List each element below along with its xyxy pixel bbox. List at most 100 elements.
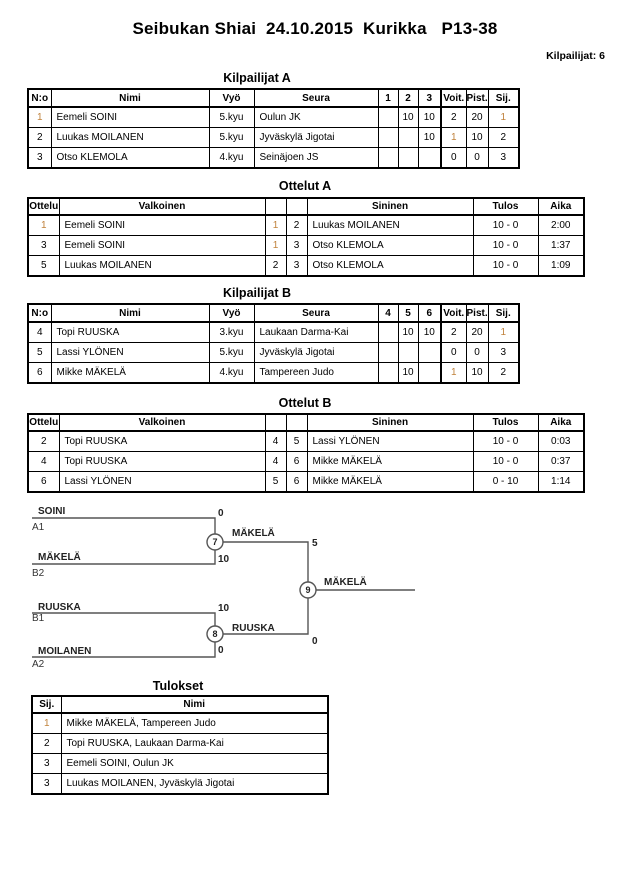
section-heading-competitors-a: Kilpailijat A (223, 71, 291, 85)
result-row: 2 Topi RUUSKA, Laukaan Darma-Kai (31, 733, 329, 754)
competitor-club: Jyväskylä Jigotai (253, 127, 379, 148)
score-cell: 10 (397, 321, 419, 343)
competitor-no: 1 (27, 106, 52, 128)
competitor-club: Tampereen Judo (253, 362, 379, 384)
col-header-club: Seura (253, 303, 379, 323)
bracket-score: 10 (218, 603, 230, 614)
match-9-node (299, 581, 317, 599)
col-header-name: Nimi (50, 303, 210, 323)
result-name: Eemeli SOINI, Oulun JK (60, 753, 329, 774)
match-result: 10 - 0 (472, 430, 539, 452)
blue-player: Mikke MÄKELÄ (306, 471, 474, 493)
bracket-score: 5 (312, 538, 318, 549)
col-header-blue-no (285, 413, 308, 432)
col-header-wins: Voit. (440, 88, 467, 108)
competitor-rank: 2 (487, 127, 520, 148)
white-player-no: 5 (264, 471, 287, 493)
col-header-white-no (264, 197, 287, 216)
competitor-points: 20 (465, 106, 489, 128)
result-rank: 2 (31, 733, 62, 754)
match-time: 1:09 (537, 255, 585, 277)
blue-player: Lassi YLÖNEN (306, 430, 474, 452)
competitor-belt: 4.kyu (208, 362, 255, 384)
col-header-rank: Sij. (31, 695, 62, 714)
competitors-count: Kilpailijat: 6 (546, 50, 605, 62)
competitor-belt: 5.kyu (208, 127, 255, 148)
competitor-points: 10 (465, 127, 489, 148)
result-name: Topi RUUSKA, Laukaan Darma-Kai (60, 733, 329, 754)
competitor-belt: 3.kyu (208, 321, 255, 343)
match-result: 10 - 0 (472, 255, 539, 277)
bracket-seed-label: B1 (32, 613, 45, 624)
header-row: Ottelu Valkoinen Sininen Tulos Aika (27, 413, 585, 432)
score-cell: 10 (397, 106, 419, 128)
competitor-name: Luukas MOILANEN (50, 127, 210, 148)
competitor-row: 3 Otso KLEMOLA 4.kyu Seinäjoen JS 0 0 3 (27, 147, 520, 169)
competitor-belt: 5.kyu (208, 106, 255, 128)
section-heading-matches-b: Ottelut B (278, 396, 332, 410)
competitor-name: Topi RUUSKA (50, 321, 210, 343)
competitor-points: 10 (465, 362, 489, 384)
match-row: 5 Luukas MOILANEN 2 3 Otso KLEMOLA 10 - … (27, 255, 585, 277)
bracket-score: 10 (218, 554, 230, 565)
competitor-club: Laukaan Darma-Kai (253, 321, 379, 343)
result-row: 3 Eemeli SOINI, Oulun JK (31, 753, 329, 774)
result-rank: 1 (31, 712, 62, 734)
col-header-points: Pist. (465, 88, 489, 108)
white-player-no: 1 (264, 214, 287, 236)
result-rank: 3 (31, 753, 62, 774)
competitor-name: Eemeli SOINI (50, 106, 210, 128)
header-row: N:o Nimi Vyö Seura 1 2 3 Voit. Pist. Sij… (27, 88, 520, 108)
bracket-line (223, 541, 309, 582)
white-player: Luukas MOILANEN (58, 255, 266, 277)
white-player-no: 4 (264, 451, 287, 472)
white-player-no: 4 (264, 430, 287, 452)
col-header-rank: Sij. (487, 303, 520, 323)
bracket-line (223, 598, 309, 635)
white-player: Lassi YLÖNEN (58, 471, 266, 493)
result-name: Mikke MÄKELÄ, Tampereen Judo (60, 712, 329, 734)
match-row: 3 Eemeli SOINI 1 3 Otso KLEMOLA 10 - 0 1… (27, 235, 585, 256)
white-player: Topi RUUSKA (58, 430, 266, 452)
competitor-no: 5 (27, 342, 52, 363)
col-header-club: Seura (253, 88, 379, 108)
bracket-line (32, 642, 216, 658)
col-header-1: 1 (377, 88, 399, 108)
score-cell: 10 (417, 127, 442, 148)
competitor-wins: 1 (440, 127, 467, 148)
bracket-winner-name: MÄKELÄ (324, 575, 367, 588)
match-time: 0:03 (537, 430, 585, 452)
competitor-no: 2 (27, 127, 52, 148)
match-result: 10 - 0 (472, 214, 539, 236)
competitor-wins: 0 (440, 147, 467, 169)
competitor-points: 20 (465, 321, 489, 343)
match-number: 1 (27, 214, 60, 236)
score-cell (377, 362, 399, 384)
score-cell (377, 342, 399, 363)
match-row: 2 Topi RUUSKA 4 5 Lassi YLÖNEN 10 - 0 0:… (27, 430, 585, 452)
bracket-line (32, 612, 216, 626)
competitor-rank: 1 (487, 321, 520, 343)
col-header-time: Aika (537, 413, 585, 432)
results-table: Sij. Nimi 1 Mikke MÄKELÄ, Tampereen Judo… (31, 695, 329, 795)
match-row: 1 Eemeli SOINI 1 2 Luukas MOILANEN 10 - … (27, 214, 585, 236)
col-header-result: Tulos (472, 413, 539, 432)
result-row: 3 Luukas MOILANEN, Jyväskylä Jigotai (31, 773, 329, 795)
bracket-seed-label: B2 (32, 568, 45, 579)
competitor-wins: 0 (440, 342, 467, 363)
score-cell: 10 (397, 362, 419, 384)
competitors-a-table: N:o Nimi Vyö Seura 1 2 3 Voit. Pist. Sij… (27, 88, 520, 169)
score-cell (377, 106, 399, 128)
bracket-winner-name: MÄKELÄ (232, 526, 275, 539)
match-number: 6 (27, 471, 60, 493)
blue-player-no: 3 (285, 235, 308, 256)
bracket-player-name: MÄKELÄ (38, 550, 81, 563)
match-number-label: 8 (212, 629, 217, 639)
col-header-no: N:o (27, 88, 52, 108)
bracket-score: 0 (312, 636, 318, 647)
competitor-belt: 4.kyu (208, 147, 255, 169)
blue-player: Otso KLEMOLA (306, 255, 474, 277)
score-cell (377, 147, 399, 169)
blue-player-no: 6 (285, 471, 308, 493)
competitor-row: 5 Lassi YLÖNEN 5.kyu Jyväskylä Jigotai 0… (27, 342, 520, 363)
